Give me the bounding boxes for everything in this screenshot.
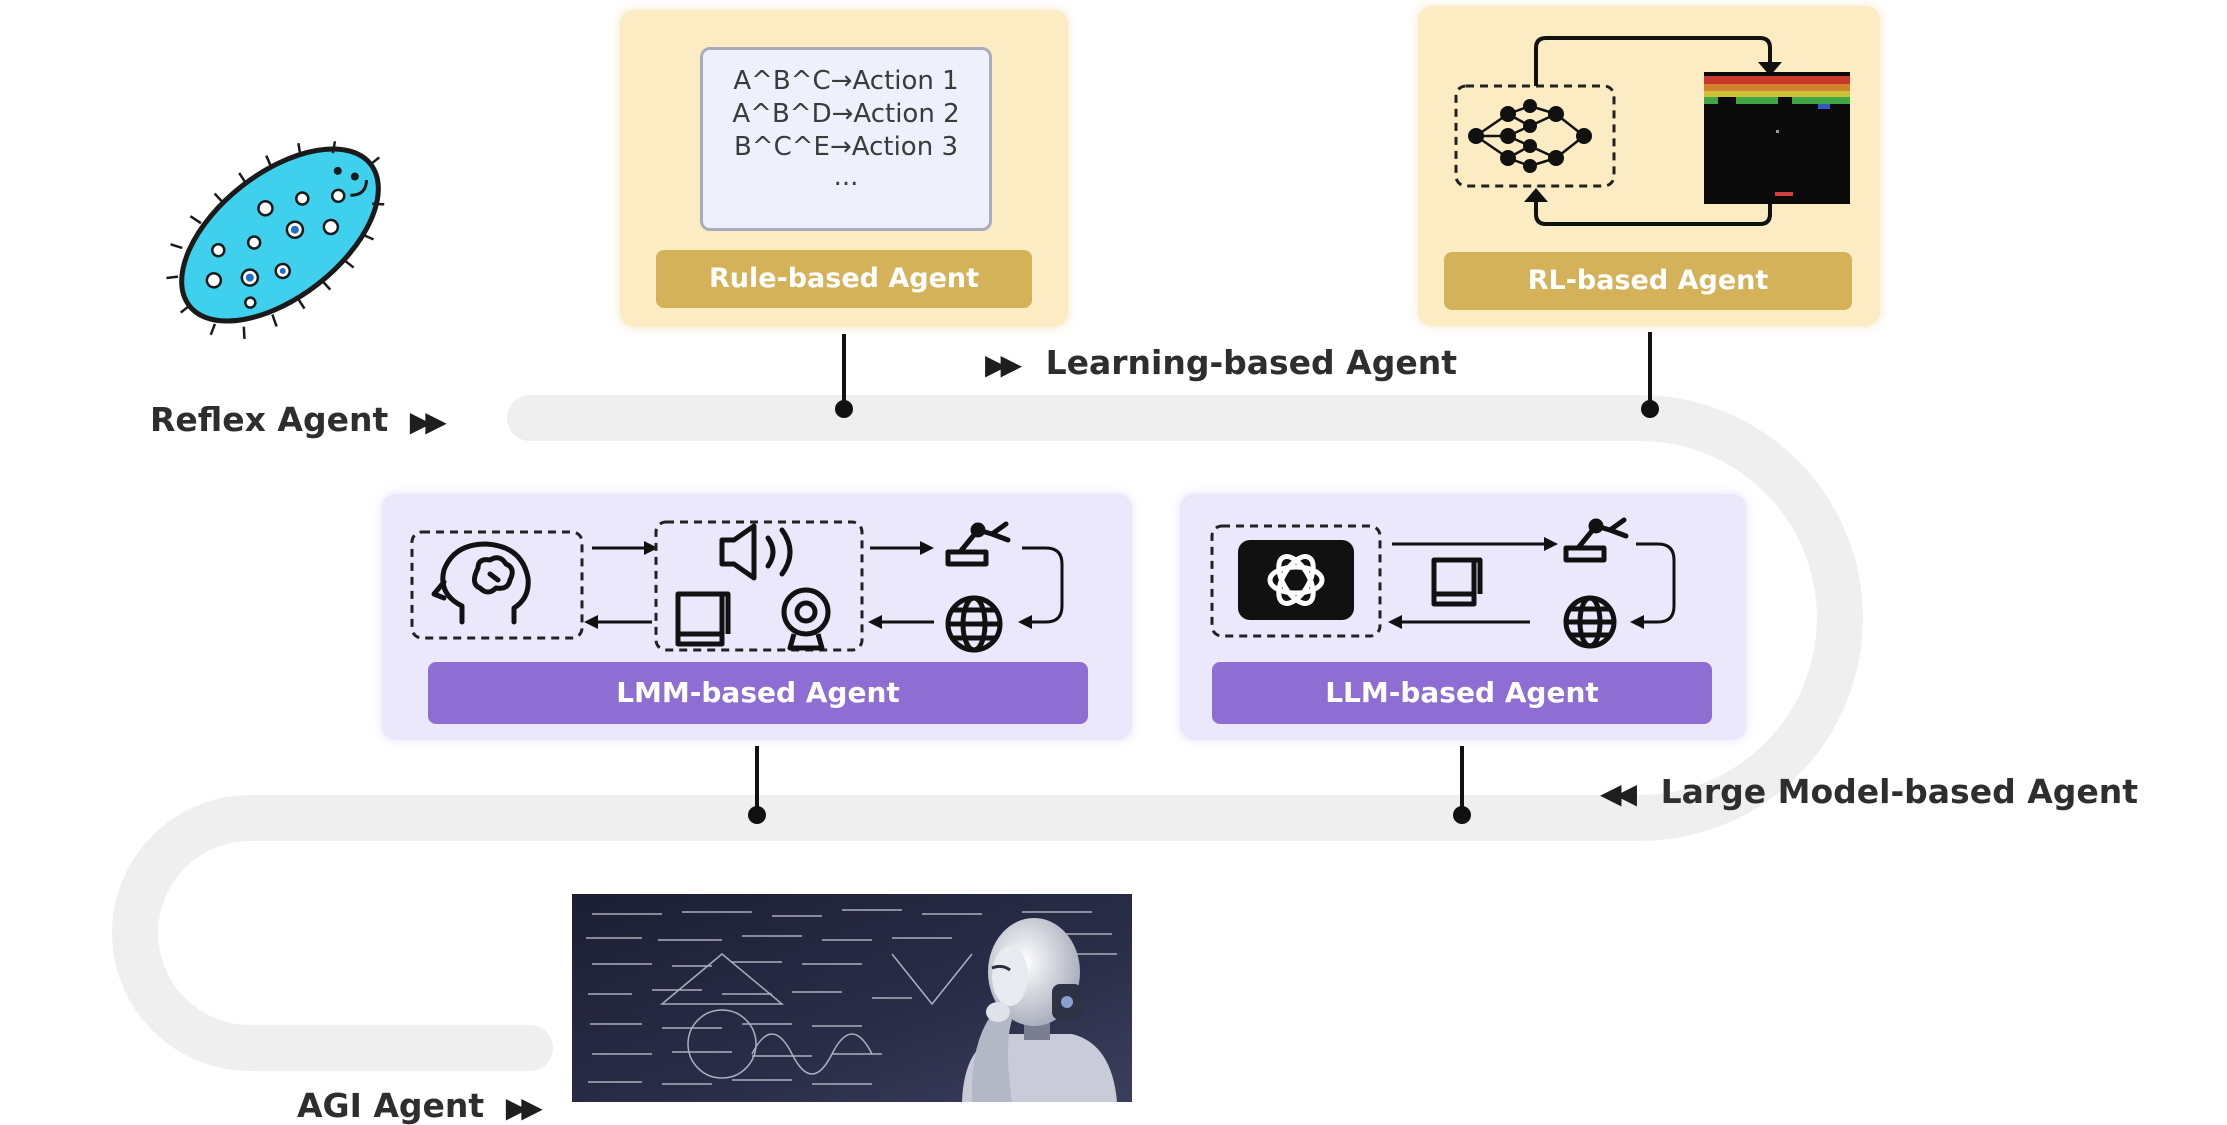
book-icon [675, 591, 731, 647]
rule-2: A^B^D→Action 2 [732, 99, 960, 129]
rl-based-card: RL-based Agent [1418, 6, 1880, 326]
learning-based-stage: ▶▶ Learning-based Agent [985, 343, 1457, 382]
rule-based-connector [842, 334, 846, 406]
lmm-based-milestone [748, 806, 766, 824]
agi-robot-image [572, 894, 1132, 1102]
rl-based-connector [1648, 332, 1652, 406]
rule-1: A^B^C→Action 1 [733, 66, 959, 96]
robot-arm-icon [1563, 517, 1629, 563]
rule-based-card: A^B^C→Action 1 A^B^D→Action 2 B^C^E→Acti… [620, 10, 1068, 327]
rule-ellipsis: ... [833, 162, 859, 192]
speaker-icon [719, 523, 793, 581]
rule-based-milestone [835, 400, 853, 418]
llm-based-card: LLM-based Agent [1180, 494, 1746, 740]
rule-based-agent-label: Rule-based Agent [656, 250, 1032, 308]
lmm-based-connector [755, 746, 759, 812]
lmm-pipeline-diagram [410, 520, 1064, 653]
lmm-based-agent-label: LMM-based Agent [428, 662, 1088, 724]
book-icon [1431, 557, 1483, 607]
rl-based-agent-label: RL-based Agent [1444, 252, 1852, 310]
paramecium-icon [166, 141, 385, 339]
robot-arm-icon [945, 521, 1011, 567]
large-model-stage: ◀◀ Large Model-based Agent [1600, 772, 2138, 811]
forward-arrows-icon: ▶▶ [409, 405, 447, 438]
llm-pipeline-diagram [1210, 517, 1676, 649]
llm-based-milestone [1453, 806, 1471, 824]
backward-arrows-icon: ◀◀ [1600, 777, 1637, 810]
globe-icon [1563, 595, 1617, 649]
llm-based-connector [1460, 746, 1464, 812]
rules-list: A^B^C→Action 1 A^B^D→Action 2 B^C^E→Acti… [700, 47, 992, 231]
forward-arrows-icon: ▶▶ [985, 348, 1022, 381]
rl-loop-diagram [1454, 36, 1850, 226]
llm-based-agent-label: LLM-based Agent [1212, 662, 1712, 724]
game-screen-icon [1704, 72, 1850, 204]
rule-3: B^C^E→Action 3 [733, 132, 958, 162]
agi-stage: AGI Agent ▶▶ [297, 1086, 543, 1125]
rl-based-milestone [1641, 400, 1659, 418]
webcam-icon [781, 587, 831, 651]
globe-icon [945, 595, 1003, 653]
brain-head-icon [431, 541, 531, 625]
forward-arrows-icon: ▶▶ [505, 1091, 543, 1124]
lmm-based-card: LMM-based Agent [382, 494, 1132, 740]
openai-logo-icon [1238, 540, 1354, 620]
reflex-stage: Reflex Agent ▶▶ [150, 400, 447, 439]
robot-figure [962, 918, 1117, 1102]
neural-network-icon [1475, 104, 1585, 168]
